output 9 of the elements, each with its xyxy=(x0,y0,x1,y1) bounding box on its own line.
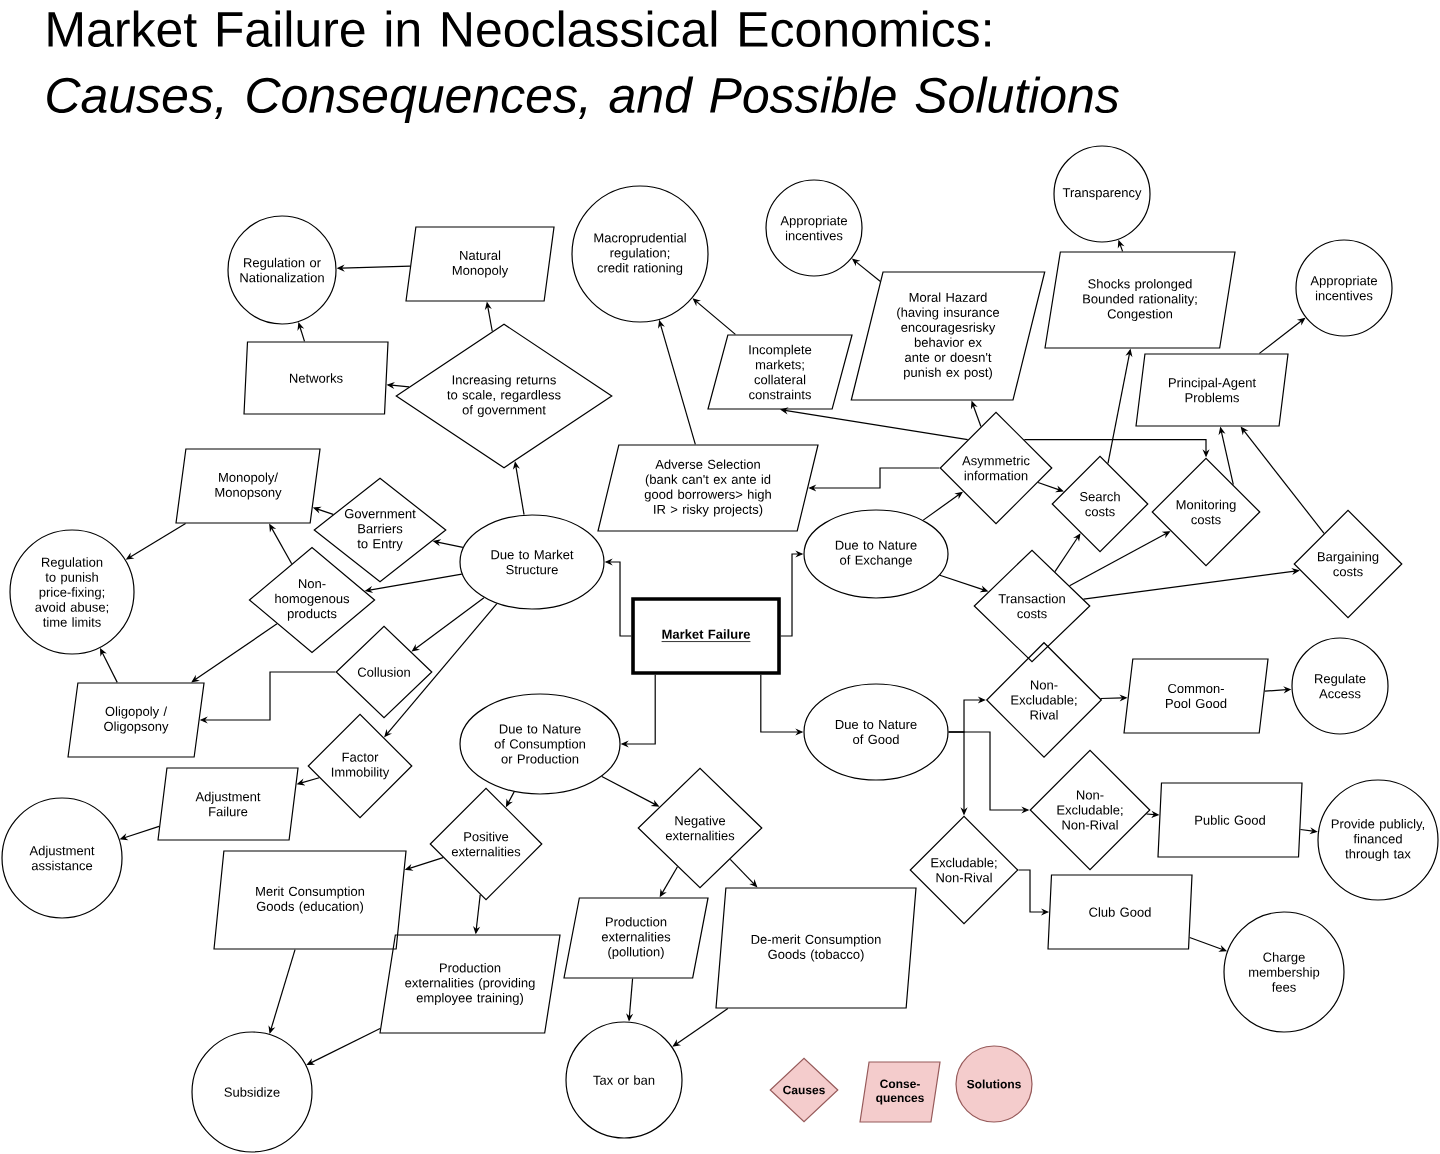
arrow xyxy=(1054,533,1081,573)
arrow xyxy=(100,648,118,683)
title: Market Failure in Neoclassical Economics: Causes, Consequences, and Possible Solutions xyxy=(47,10,1119,123)
arrow xyxy=(191,623,278,683)
arrow xyxy=(1037,481,1064,493)
arrow xyxy=(780,407,969,441)
arrow xyxy=(672,1008,729,1047)
arrow xyxy=(268,949,296,1034)
arrow xyxy=(297,322,306,342)
